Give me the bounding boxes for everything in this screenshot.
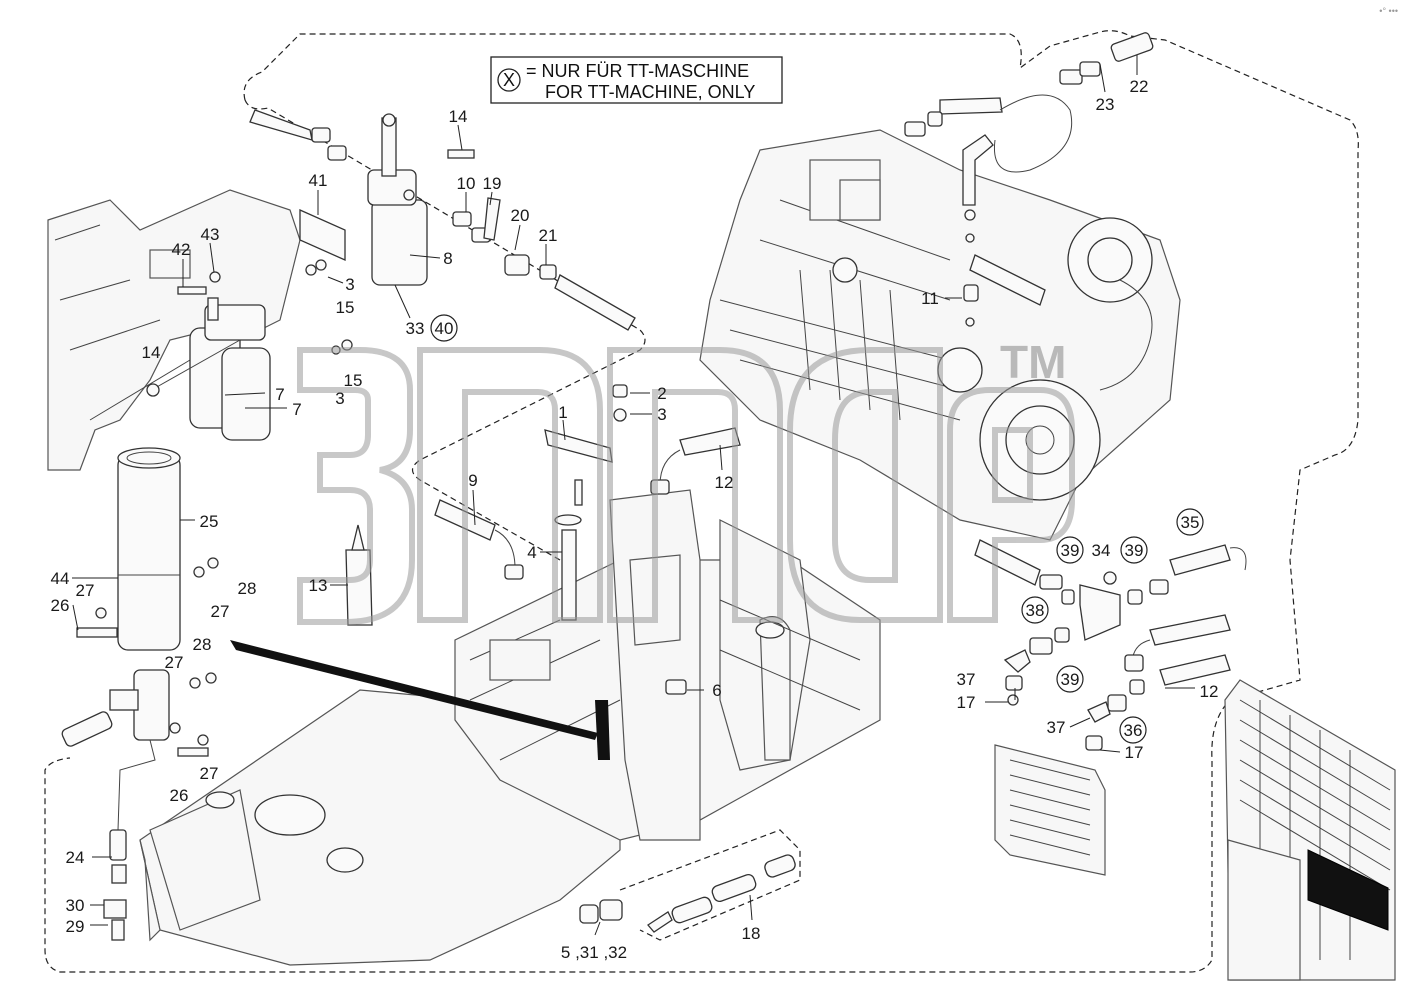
label-37-a: 37: [957, 670, 976, 689]
label-14-top: 14: [449, 107, 468, 126]
label-23: 23: [1096, 95, 1115, 114]
label-9: 9: [468, 471, 477, 490]
label-36: 36: [1124, 721, 1143, 740]
label-44: 44: [51, 569, 70, 588]
hose-12-lower: [1085, 614, 1231, 751]
label-17-b: 17: [1125, 743, 1144, 762]
bracket-41: [299, 208, 346, 262]
legend-line-german: = NUR FÜR TT-MASCHINE: [526, 61, 749, 81]
label-26-b: 26: [170, 786, 189, 805]
corner-mark: •° •••: [1379, 6, 1398, 16]
label-7-a: 7: [275, 385, 284, 404]
label-1: 1: [558, 403, 567, 422]
pointer-arrow: [230, 640, 598, 740]
label-3-upper: 3: [345, 275, 354, 294]
hose-top-center: [904, 32, 1154, 243]
hose-kit-18: [579, 829, 801, 941]
shutoff-valve-line: [452, 197, 636, 331]
label-33: 33: [406, 319, 425, 338]
hose-right-upper: [963, 254, 1046, 327]
assembly-boundary-dashed: [44, 30, 1359, 973]
label-30: 30: [66, 896, 85, 915]
label-24: 24: [66, 848, 85, 867]
label-27-d: 27: [200, 764, 219, 783]
label-11: 11: [921, 289, 939, 308]
sensor-6: [595, 679, 687, 760]
hose-9: [434, 499, 524, 580]
label-18: 18: [742, 924, 761, 943]
label-7-b: 7: [292, 400, 301, 419]
label-3-center: 3: [657, 405, 666, 424]
engine-block: [699, 129, 1181, 541]
label-13: 13: [309, 576, 328, 595]
label-40: 40: [435, 319, 454, 338]
tank-sender-4: [544, 429, 613, 621]
radiator: [1224, 679, 1396, 981]
label-5-31-32: 5 ,31 ,32: [561, 943, 627, 962]
fittings-38-39-37: [1003, 627, 1070, 706]
label-15-lower: 15: [344, 371, 363, 390]
watermark-trademark: TM: [1000, 336, 1066, 388]
label-39-b: 39: [1125, 541, 1144, 560]
label-6: 6: [712, 681, 721, 700]
watermark: TM: [297, 336, 1075, 625]
filter-head-assembly: [61, 669, 217, 941]
label-19: 19: [483, 174, 502, 193]
label-12-lower: 12: [1200, 682, 1219, 701]
base-frame: [139, 489, 881, 966]
machine-frame-left: [47, 189, 301, 471]
label-39-c: 39: [1061, 670, 1080, 689]
label-34: 34: [1092, 541, 1111, 560]
label-25: 25: [200, 512, 219, 531]
legend-symbol: X: [503, 70, 515, 90]
label-20: 20: [511, 206, 530, 225]
hose-top-left: [249, 109, 347, 161]
label-8: 8: [443, 249, 452, 268]
label-41: 41: [309, 171, 328, 190]
label-27-a: 27: [76, 581, 95, 600]
label-4: 4: [527, 543, 536, 562]
hydraulic-block-34: [974, 539, 1247, 641]
label-17-a: 17: [957, 693, 976, 712]
label-26-a: 26: [51, 596, 70, 615]
label-29: 29: [66, 917, 85, 936]
legend-circle-symbol: [497, 68, 521, 92]
label-14-left: 14: [142, 343, 161, 362]
label-27-c: 27: [165, 653, 184, 672]
label-21: 21: [539, 226, 558, 245]
label-28-b: 28: [193, 635, 212, 654]
water-separator: [367, 113, 428, 286]
label-43: 43: [201, 225, 220, 244]
leader-lines: [72, 55, 1195, 936]
label-38: 38: [1026, 601, 1045, 620]
legend-line-english: FOR TT-MACHINE, ONLY: [545, 82, 755, 102]
label-10: 10: [457, 174, 476, 193]
label-27-b: 27: [211, 602, 230, 621]
label-42: 42: [172, 240, 191, 259]
label-22: 22: [1130, 77, 1149, 96]
label-35: 35: [1181, 513, 1200, 532]
air-filter-25: [76, 447, 219, 651]
label-3-lower: 3: [335, 389, 344, 408]
fuel-filter-pair: [146, 297, 271, 441]
label-37-b: 37: [1047, 718, 1066, 737]
legend-box: X = NUR FÜR TT-MASCHINE FOR TT-MACHINE, …: [490, 56, 783, 104]
oil-cooler: [994, 744, 1106, 876]
label-12-upper: 12: [715, 473, 734, 492]
label-2: 2: [657, 384, 666, 403]
label-28-a: 28: [238, 579, 257, 598]
label-39-a: 39: [1061, 541, 1080, 560]
callout-circles: [430, 314, 1204, 744]
label-15-upper: 15: [336, 298, 355, 317]
part-labels: 14 41 10 19 20 21 42 43 8 3 15 33 40 14 …: [51, 77, 1219, 962]
